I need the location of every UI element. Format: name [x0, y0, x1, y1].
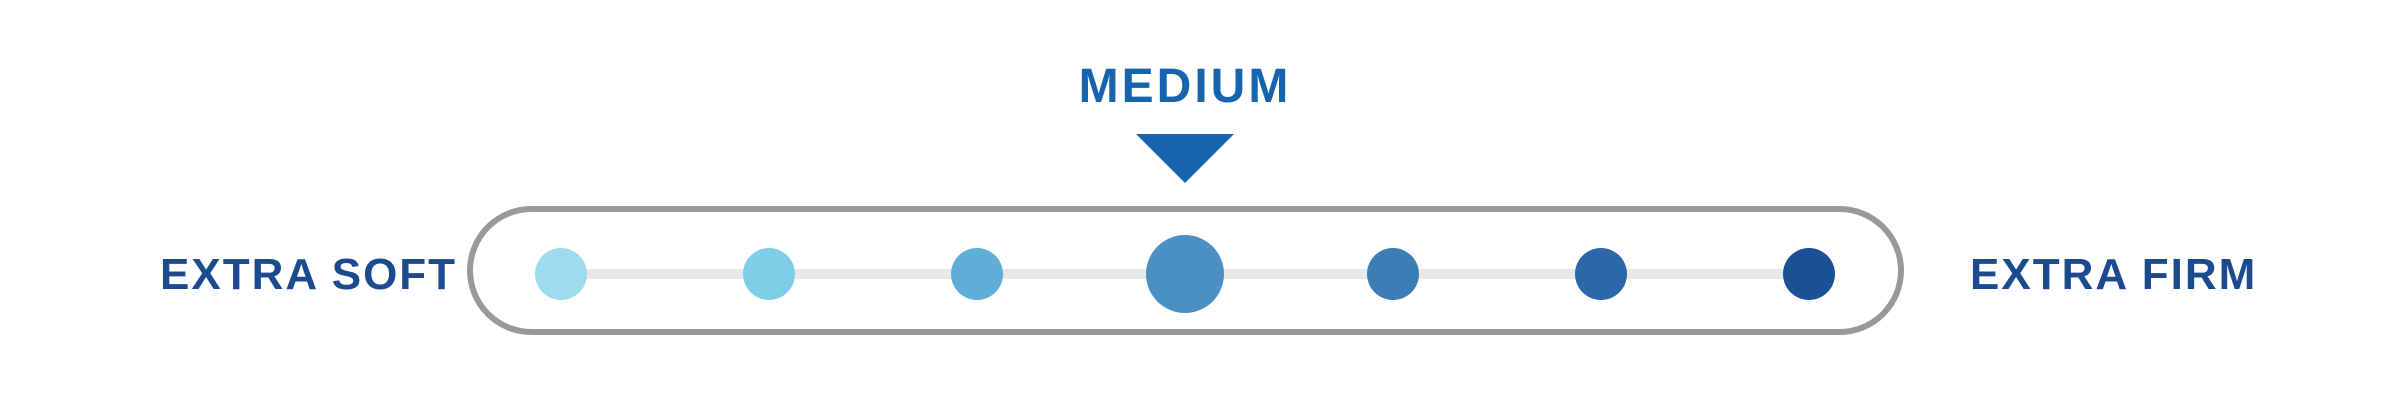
- extra-soft-label: EXTRA SOFT: [160, 250, 458, 299]
- firmness-dot-1: [535, 248, 587, 300]
- firmness-dot-6: [1575, 248, 1627, 300]
- extra-firm-label: EXTRA FIRM: [1970, 250, 2258, 299]
- arrow-down-icon: [1136, 134, 1234, 183]
- scale-pill-outline: [467, 206, 1904, 335]
- medium-marker-label: MEDIUM: [1078, 60, 1292, 113]
- firmness-dot-3: [951, 248, 1003, 300]
- firmness-dot-7: [1783, 248, 1835, 300]
- firmness-dot-5: [1367, 248, 1419, 300]
- firmness-dot-2: [743, 248, 795, 300]
- firmness-dot-4-selected: [1146, 235, 1224, 313]
